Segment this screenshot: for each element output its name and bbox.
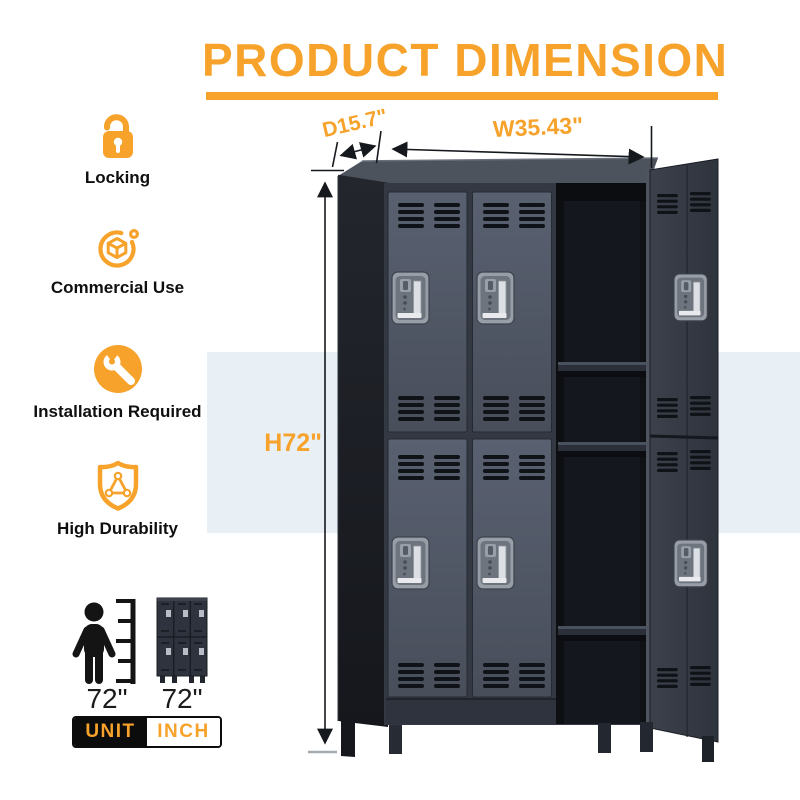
locker-open-compartment xyxy=(556,183,648,724)
feature-locking: Locking xyxy=(10,112,225,188)
wrench-icon xyxy=(93,345,142,393)
locker-doors-closed xyxy=(387,191,552,698)
locker-height-label: 72" xyxy=(161,683,203,714)
door-handle xyxy=(673,539,708,588)
width-dimension-line xyxy=(391,141,645,165)
door-handle xyxy=(673,273,708,322)
locker-legs xyxy=(341,721,714,762)
shield-icon xyxy=(97,460,138,511)
locker-door-open xyxy=(646,158,719,743)
feature-label: Commercial Use xyxy=(50,278,185,297)
door-handle xyxy=(476,536,515,590)
feature-label: Installation Required xyxy=(33,402,202,421)
feature-durability: High Durability xyxy=(10,459,225,539)
feature-label: High Durability xyxy=(57,519,178,538)
title-underline xyxy=(206,92,718,100)
unit-badge-value: INCH xyxy=(147,718,220,746)
shelf xyxy=(558,442,646,457)
dimension-lines xyxy=(308,126,653,754)
height-ruler-icon xyxy=(116,599,136,684)
door-handle xyxy=(391,271,430,325)
feature-label: Locking xyxy=(84,168,151,187)
feature-installation: Installation Required xyxy=(10,344,225,422)
unit-badge-label: UNIT xyxy=(74,718,147,746)
lock-icon xyxy=(102,114,133,158)
locker-cabinet xyxy=(337,157,719,762)
door-handle xyxy=(476,271,515,325)
page-title: PRODUCT DIMENSION xyxy=(202,34,729,86)
person-icon xyxy=(72,602,116,684)
height-dimension-label: H72" xyxy=(264,429,322,457)
feature-commercial-use: Commercial Use xyxy=(10,224,225,298)
door-handle xyxy=(391,536,430,590)
shelf xyxy=(558,626,646,641)
person-height-label: 72" xyxy=(86,683,128,714)
locker-thumbnail xyxy=(156,597,208,683)
shelf xyxy=(558,362,646,377)
unit-badge: UNIT INCH xyxy=(72,716,222,748)
depth-dimension-line xyxy=(339,142,377,160)
cube-commercial-icon xyxy=(97,229,139,268)
